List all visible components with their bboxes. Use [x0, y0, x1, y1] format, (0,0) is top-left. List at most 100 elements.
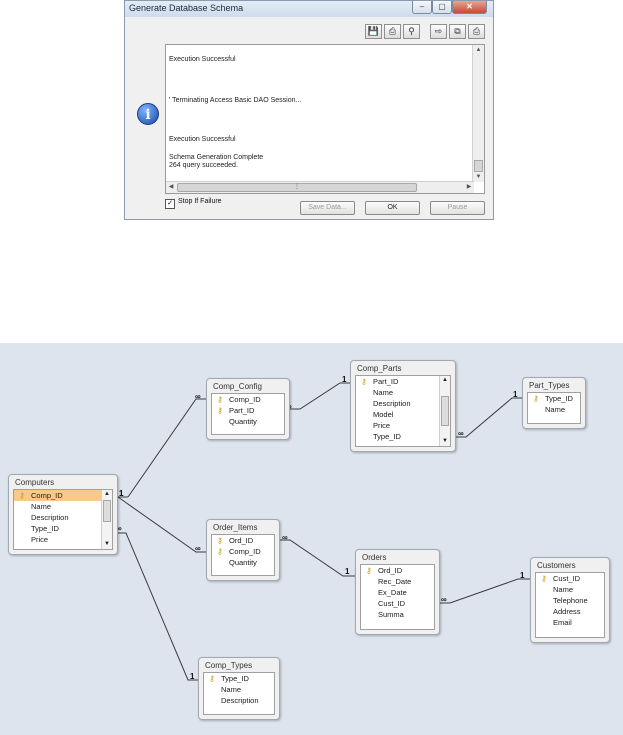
- scroll-thumb[interactable]: [441, 396, 449, 426]
- field-list[interactable]: ⚷Comp_ID ⚷Part_ID Quantity: [211, 393, 285, 435]
- scroll-thumb[interactable]: [103, 500, 111, 522]
- field-row[interactable]: ⚷Part_ID: [212, 405, 284, 416]
- field-list[interactable]: ⚷Part_ID Name Description Model Price Ty…: [355, 375, 451, 447]
- field-name: Model: [373, 410, 394, 419]
- log-line: 264 query succeeded.: [169, 162, 238, 169]
- scroll-left-arrow-icon[interactable]: ◀: [168, 184, 174, 190]
- field-name: Name: [31, 502, 52, 511]
- field-list[interactable]: ⚷Ord_ID Rec_Date Ex_Date Cust_ID Summa: [360, 564, 435, 630]
- scroll-right-arrow-icon[interactable]: ▶: [466, 184, 472, 190]
- table-comp-config[interactable]: Comp_Config ⚷Comp_ID ⚷Part_ID Quantity: [206, 378, 290, 440]
- log-vertical-scrollbar[interactable]: ▲ ▼: [472, 45, 484, 182]
- table-computers[interactable]: Computers ⚷Comp_ID Name Description Type…: [8, 474, 118, 555]
- field-row[interactable]: Rec_Date: [361, 576, 434, 587]
- relationship-line: [290, 382, 350, 410]
- stop-if-failure-label: Stop If Failure: [178, 198, 222, 205]
- close-button[interactable]: ✕: [452, 1, 487, 14]
- field-row[interactable]: Telephone: [536, 595, 604, 606]
- relationship-line: [440, 578, 530, 604]
- table-comp-parts[interactable]: Comp_Parts ⚷Part_ID Name Description Mod…: [350, 360, 456, 452]
- one-marker: 1: [190, 672, 195, 681]
- pause-button[interactable]: Pause: [430, 201, 485, 215]
- scroll-up-arrow-icon[interactable]: ▲: [475, 47, 482, 53]
- print-icon[interactable]: ⎙: [384, 24, 401, 39]
- scroll-down-arrow-icon[interactable]: ▼: [442, 438, 448, 444]
- field-row[interactable]: Quantity: [212, 557, 274, 568]
- table-orders[interactable]: Orders ⚷Ord_ID Rec_Date Ex_Date Cust_ID …: [355, 549, 440, 635]
- field-row[interactable]: Address: [536, 606, 604, 617]
- field-row[interactable]: Name: [356, 387, 450, 398]
- log-horizontal-scrollbar[interactable]: ◀ ⋮ ▶: [166, 181, 474, 193]
- one-marker: 1: [345, 567, 350, 576]
- field-row[interactable]: ⚷Type_ID: [204, 673, 274, 684]
- field-row[interactable]: Name: [536, 584, 604, 595]
- table-title: Comp_Config: [213, 382, 262, 391]
- export-icon[interactable]: ⇨: [430, 24, 447, 39]
- field-list[interactable]: ⚷Type_ID Name: [527, 392, 581, 424]
- one-marker: 1: [342, 375, 347, 384]
- print-preview-icon[interactable]: ⎙: [468, 24, 485, 39]
- field-name: Type_ID: [373, 432, 401, 441]
- field-row[interactable]: ⚷Part_ID: [356, 376, 450, 387]
- field-name: Address: [553, 607, 581, 616]
- field-row[interactable]: Description: [356, 398, 450, 409]
- field-row[interactable]: Type_ID: [356, 431, 450, 442]
- scroll-down-arrow-icon[interactable]: ▼: [475, 174, 482, 180]
- field-row[interactable]: Description: [204, 695, 274, 706]
- table-comp-types[interactable]: Comp_Types ⚷Type_ID Name Description: [198, 657, 280, 720]
- field-row[interactable]: ⚷Ord_ID: [361, 565, 434, 576]
- field-list-scrollbar[interactable]: ▲ ▼: [101, 490, 112, 549]
- field-row[interactable]: Email: [536, 617, 604, 628]
- table-part-types[interactable]: Part_Types ⚷Type_ID Name: [522, 377, 586, 429]
- minimize-button[interactable]: –: [412, 1, 432, 14]
- scroll-up-arrow-icon[interactable]: ▲: [442, 377, 448, 383]
- field-row[interactable]: ⚷Comp_ID: [14, 490, 112, 501]
- execution-log[interactable]: Execution Successful ' Terminating Acces…: [165, 44, 485, 194]
- find-icon[interactable]: ⚲: [403, 24, 420, 39]
- field-row[interactable]: Name: [204, 684, 274, 695]
- table-order-items[interactable]: Order_Items ⚷Ord_ID ⚷Comp_ID Quantity: [206, 519, 280, 581]
- field-list[interactable]: ⚷Ord_ID ⚷Comp_ID Quantity: [211, 534, 275, 576]
- vertical-scroll-thumb[interactable]: [474, 160, 483, 172]
- field-row[interactable]: Name: [528, 404, 580, 415]
- field-row[interactable]: ⚷Type_ID: [528, 393, 580, 404]
- horizontal-scroll-thumb[interactable]: ⋮: [177, 183, 417, 192]
- stop-if-failure-checkbox[interactable]: ✓: [165, 199, 175, 209]
- field-name: Description: [373, 399, 411, 408]
- dialog-title: Generate Database Schema: [129, 3, 244, 13]
- field-row[interactable]: ⚷Comp_ID: [212, 546, 274, 557]
- relationship-lines: [117, 382, 530, 681]
- field-row[interactable]: Price: [14, 534, 112, 545]
- scroll-up-arrow-icon[interactable]: ▲: [104, 491, 110, 497]
- ok-button[interactable]: OK: [365, 201, 420, 215]
- log-line: Execution Successful: [169, 136, 236, 143]
- save-icon[interactable]: 💾: [365, 24, 382, 39]
- field-row[interactable]: Name: [14, 501, 112, 512]
- copy-icon[interactable]: ⧉: [449, 24, 466, 39]
- field-row[interactable]: Ex_Date: [361, 587, 434, 598]
- field-row[interactable]: ⚷Ord_ID: [212, 535, 274, 546]
- dialog-title-bar[interactable]: Generate Database Schema: [125, 1, 493, 17]
- field-row[interactable]: Description: [14, 512, 112, 523]
- field-list[interactable]: ⚷Cust_ID Name Telephone Address Email: [535, 572, 605, 638]
- field-list-scrollbar[interactable]: ▲ ▼: [439, 376, 450, 446]
- field-row[interactable]: ⚷Comp_ID: [212, 394, 284, 405]
- field-row[interactable]: Summa: [361, 609, 434, 620]
- field-list[interactable]: ⚷Type_ID Name Description: [203, 672, 275, 715]
- maximize-button[interactable]: ▢: [432, 1, 452, 14]
- scroll-down-arrow-icon[interactable]: ▼: [104, 541, 110, 547]
- field-row[interactable]: Cust_ID: [361, 598, 434, 609]
- field-name: Name: [545, 405, 566, 414]
- field-row[interactable]: Price: [356, 420, 450, 431]
- field-name: Description: [221, 696, 259, 705]
- table-customers[interactable]: Customers ⚷Cust_ID Name Telephone Addres…: [530, 557, 610, 643]
- field-name: Price: [31, 535, 49, 544]
- field-row[interactable]: ⚷Cust_ID: [536, 573, 604, 584]
- save-data-button[interactable]: Save Data...: [300, 201, 355, 215]
- field-list[interactable]: ⚷Comp_ID Name Description Type_ID Price …: [13, 489, 113, 550]
- field-row[interactable]: Type_ID: [14, 523, 112, 534]
- log-line: Schema Generation Complete: [169, 154, 264, 161]
- field-row[interactable]: Model: [356, 409, 450, 420]
- field-row[interactable]: Quantity: [212, 416, 284, 427]
- table-title: Orders: [362, 553, 387, 562]
